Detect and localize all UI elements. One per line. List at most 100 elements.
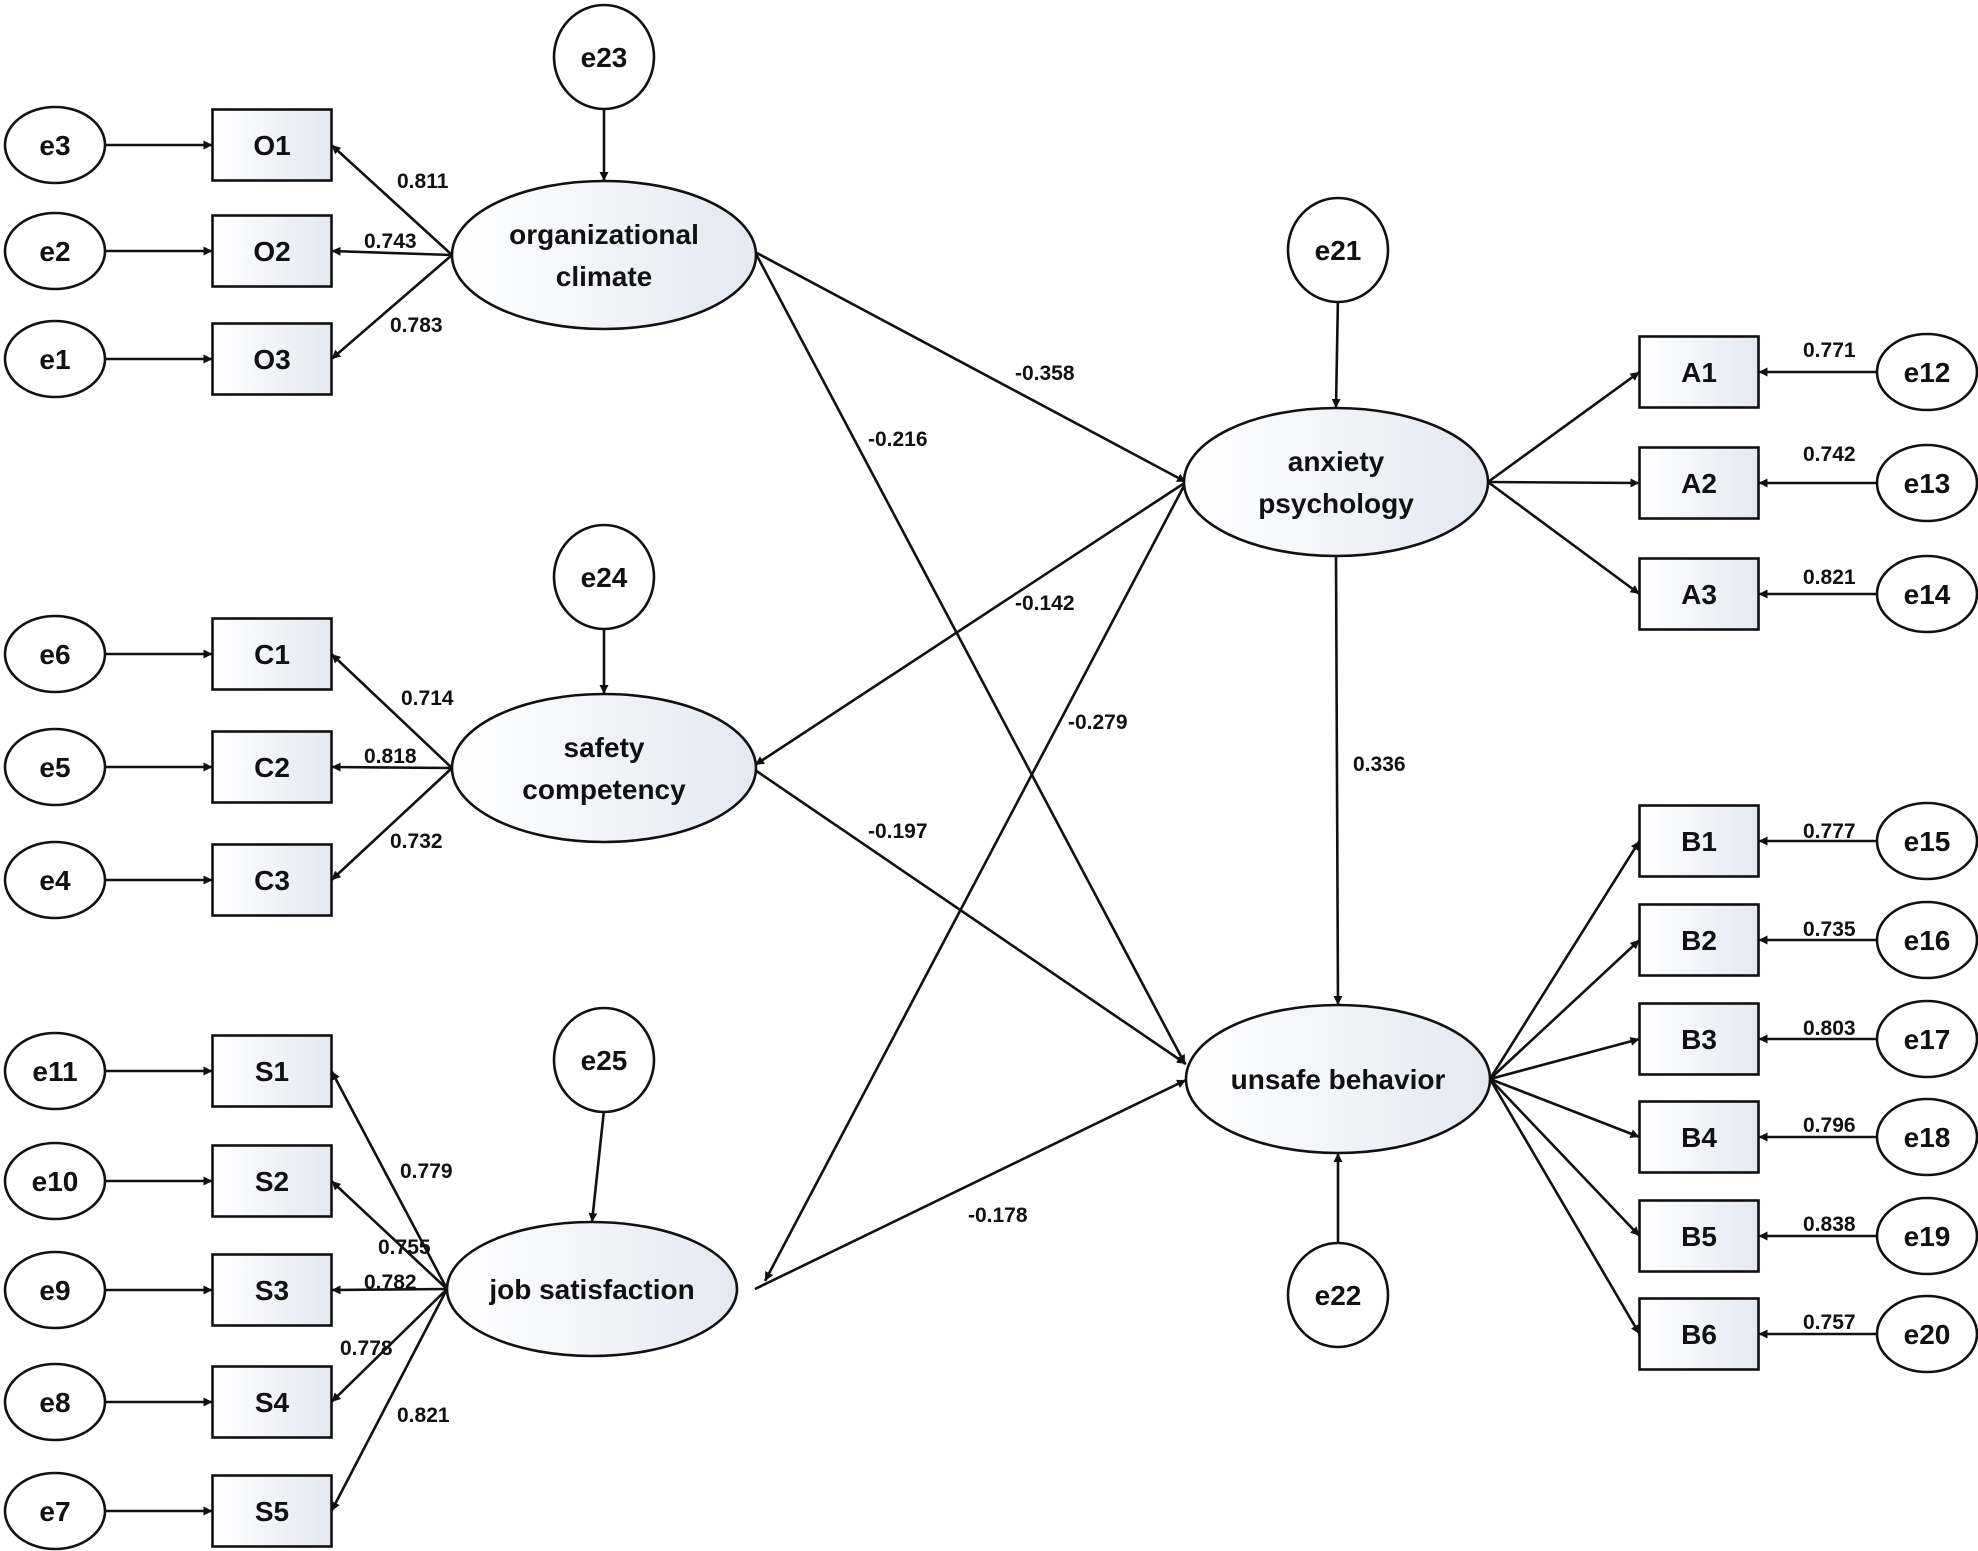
- error-e13-label: e13: [1904, 468, 1951, 499]
- latent-safety-competency-label-2: competency: [522, 774, 686, 805]
- loading-B1: 0.777: [1803, 820, 1856, 843]
- error-e8: [3, 1362, 107, 1442]
- path-anxiety-safety: -0.142: [1015, 592, 1075, 615]
- indicator-O1: [211, 108, 333, 182]
- error-e20-label: e20: [1904, 1319, 1951, 1350]
- error-e22-label: e22: [1315, 1280, 1362, 1311]
- path-safety-unsafe: -0.197: [868, 820, 928, 843]
- indicator-C1: [211, 617, 333, 691]
- edge-safety_competency-C3: [330, 767, 453, 881]
- indicator-S1: [211, 1034, 333, 1108]
- edge-organizational_climate-O2: [331, 246, 453, 257]
- indicator-A1: [1638, 335, 1760, 409]
- indicator-B1: [1638, 804, 1760, 878]
- coefficient-labels: 0.811 0.743 0.783 0.714 0.818 0.732 0.77…: [340, 170, 1856, 1427]
- indicator-O3: [211, 322, 333, 396]
- latent-organizational-climate-label-1: organizational: [509, 219, 699, 250]
- loading-O3: 0.783: [390, 314, 443, 337]
- error-e5: [3, 727, 107, 807]
- edge-anxiety_psychology-A1: [1487, 370, 1641, 484]
- indicator-B1-label: B1: [1681, 826, 1717, 857]
- edge-anxiety-organizational: [744, 243, 1187, 484]
- indicator-S3-label: S3: [255, 1275, 289, 1306]
- indicator-C2-label: C2: [254, 752, 290, 783]
- loading-B3: 0.803: [1803, 1017, 1856, 1040]
- loading-S2: 0.755: [378, 1236, 431, 1259]
- error-e3-label: e3: [39, 130, 70, 161]
- error-e19-label: e19: [1904, 1221, 1951, 1252]
- indicator-B3: [1638, 1002, 1760, 1076]
- edge-job_satisfaction-S1: [330, 1070, 449, 1290]
- indicator-C3: [211, 843, 333, 917]
- edge-job_satisfaction-S4: [330, 1288, 448, 1403]
- indicator-A3-label: A3: [1681, 579, 1717, 610]
- indicator-B5: [1638, 1199, 1760, 1273]
- error-e6: [3, 614, 107, 694]
- edge-unsafe_behavior-B2: [1489, 939, 1641, 1080]
- loading-A1: 0.771: [1803, 339, 1856, 362]
- loading-S5: 0.821: [397, 1404, 450, 1427]
- indicator-O2: [211, 214, 333, 288]
- latent-anxiety-psychology-label-2: psychology: [1258, 488, 1414, 519]
- error-e9: [3, 1250, 107, 1330]
- error-e3: [3, 105, 107, 185]
- edge-unsafe_behavior-B3: [1489, 1036, 1640, 1081]
- indicator-S3: [211, 1253, 333, 1327]
- indicator-S2-label: S2: [255, 1166, 289, 1197]
- error-e4: [3, 840, 107, 920]
- latent-unsafe-behavior-label-1: unsafe behavior: [1231, 1064, 1446, 1095]
- loading-S4: 0.778: [340, 1337, 393, 1360]
- latent-anxiety-psychology: [1182, 406, 1490, 558]
- indicator-S2: [211, 1144, 333, 1218]
- error-e5-label: e5: [39, 752, 70, 783]
- indicator-B4: [1638, 1100, 1760, 1174]
- loading-B5: 0.838: [1803, 1213, 1856, 1236]
- error-e11-label: e11: [32, 1056, 77, 1087]
- loading-S1: 0.779: [400, 1160, 453, 1183]
- error-e23-label: e23: [581, 42, 628, 73]
- loading-A3: 0.821: [1803, 566, 1856, 589]
- error-e15: [1875, 801, 1978, 881]
- indicator-S5-label: S5: [255, 1496, 289, 1527]
- edges-layer: [105, 110, 1877, 1516]
- indicator-B6-label: B6: [1681, 1319, 1717, 1350]
- error-e18-label: e18: [1904, 1122, 1951, 1153]
- error-e2: [3, 211, 107, 291]
- error-e24-label: e24: [581, 562, 628, 593]
- latent-unsafe-behavior: [1184, 1003, 1492, 1155]
- edge-anxiety-job: [763, 471, 1195, 1282]
- path-organizational-unsafe: -0.216: [868, 428, 928, 451]
- error-e8-label: e8: [39, 1387, 70, 1418]
- latent-safety-competency-label-1: safety: [564, 732, 645, 763]
- indicator-B4-label: B4: [1681, 1122, 1717, 1153]
- error-e16: [1875, 900, 1978, 980]
- error-e21-label: e21: [1315, 235, 1362, 266]
- edge-organizational_climate-O3: [330, 254, 453, 360]
- error-e10-label: e10: [32, 1166, 79, 1197]
- error-e21: [1286, 196, 1390, 304]
- edge-safety_competency-C1: [330, 653, 453, 769]
- path-job-unsafe: -0.178: [968, 1204, 1028, 1227]
- error-e12: [1875, 332, 1978, 412]
- indicator-S4: [211, 1365, 333, 1439]
- indicator-A2-label: A2: [1681, 468, 1717, 499]
- error-e25: [552, 1006, 656, 1114]
- indicator-B6: [1638, 1297, 1760, 1371]
- indicator-B3-label: B3: [1681, 1024, 1717, 1055]
- edge-job-unsafe: [754, 1078, 1187, 1291]
- error-e15-label: e15: [1904, 826, 1951, 857]
- latent-organizational-climate: [450, 179, 758, 331]
- error-e22: [1286, 1241, 1390, 1349]
- error-e14-label: e14: [1904, 579, 1951, 610]
- error-e2-label: e2: [39, 236, 70, 267]
- error-e25-label: e25: [581, 1045, 628, 1076]
- indicator-A1-label: A1: [1681, 357, 1717, 388]
- edge-job_satisfaction-S3: [331, 1285, 448, 1295]
- error-e23: [552, 3, 656, 111]
- error-e9-label: e9: [39, 1275, 70, 1306]
- error-e19: [1875, 1196, 1978, 1276]
- edge-job_satisfaction-S5: [330, 1288, 449, 1512]
- indicator-S5: [211, 1474, 333, 1548]
- indicator-A2: [1638, 446, 1760, 520]
- indicator-C2: [211, 730, 333, 804]
